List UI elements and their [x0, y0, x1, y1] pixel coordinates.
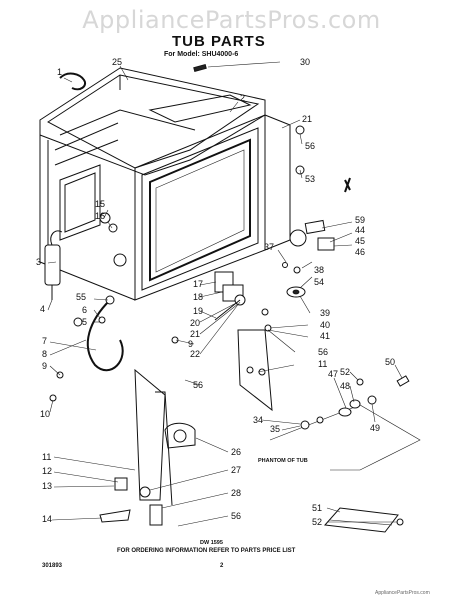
- page-number: 2: [220, 563, 224, 569]
- callout-16: 16: [95, 211, 106, 221]
- callout-54: 54: [314, 277, 325, 287]
- callout-51: 51: [312, 503, 323, 513]
- callout-40: 40: [320, 320, 331, 330]
- callout-56-d: 56: [231, 511, 242, 521]
- drawing-number: DW 1595: [200, 540, 223, 546]
- right-components: [237, 125, 421, 533]
- callout-55: 55: [76, 292, 87, 302]
- diagram-title: TUB PARTS: [172, 33, 266, 50]
- callout-9-mid: 9: [188, 339, 194, 349]
- callout-13: 13: [42, 481, 53, 491]
- callout-19: 19: [193, 306, 204, 316]
- callout-27: 27: [231, 465, 242, 475]
- tub-body: [39, 64, 291, 301]
- callout-35: 35: [270, 424, 281, 434]
- callout-41: 41: [320, 331, 331, 341]
- callout-26: 26: [231, 447, 242, 457]
- callout-22: 22: [190, 349, 201, 359]
- ordering-instruction: FOR ORDERING INFORMATION REFER TO PARTS …: [117, 548, 296, 554]
- callout-52-top: 52: [340, 367, 351, 377]
- callout-50: 50: [385, 357, 396, 367]
- callout-52-bottom: 52: [312, 517, 323, 527]
- callout-49: 49: [370, 423, 381, 433]
- callout-11-left: 11: [42, 452, 52, 462]
- callout-3: 3: [36, 257, 42, 267]
- callout-14: 14: [42, 514, 53, 524]
- callout-39: 39: [320, 308, 331, 318]
- callout-4: 4: [40, 304, 46, 314]
- diagram-subtitle: For Model: SHU4000-6: [164, 51, 239, 58]
- callout-11-right: 11: [318, 359, 328, 369]
- callout-7: 7: [42, 336, 48, 346]
- callout-21-mid: 21: [190, 329, 201, 339]
- callout-10: 10: [40, 409, 51, 419]
- callout-56-b: 56: [318, 347, 329, 357]
- callout-37: 37: [264, 242, 275, 252]
- callout-21-top: 21: [302, 114, 313, 124]
- callout-56-c: 56: [193, 380, 204, 390]
- callout-20: 20: [190, 318, 201, 328]
- callout-28: 28: [231, 488, 242, 498]
- callout-15: 15: [95, 199, 106, 209]
- leader-lines: [47, 61, 403, 527]
- callout-47: 47: [328, 369, 339, 379]
- phantom-tub-label: PHANTOM OF TUB: [258, 458, 308, 464]
- callout-8: 8: [42, 349, 48, 359]
- left-components: [44, 72, 166, 523]
- callout-17: 17: [193, 279, 204, 289]
- footer-watermark: AppliancePartsPros.com: [375, 590, 430, 596]
- watermark: AppliancePartsPros.com: [82, 6, 381, 34]
- callout-38: 38: [314, 265, 325, 275]
- callout-56-a: 56: [305, 141, 316, 151]
- callout-59: 59: [355, 215, 366, 225]
- callout-9-left: 9: [42, 361, 48, 371]
- callout-34: 34: [253, 415, 264, 425]
- callout-44: 44: [355, 225, 366, 235]
- callout-48: 48: [340, 381, 351, 391]
- callout-25: 25: [112, 57, 123, 67]
- callout-46: 46: [355, 247, 366, 257]
- callout-18: 18: [193, 292, 204, 302]
- callout-30: 30: [300, 57, 311, 67]
- callout-2: 2: [240, 93, 246, 103]
- callout-1: 1: [57, 67, 63, 77]
- callout-53: 53: [305, 174, 316, 184]
- part-code: 301893: [42, 563, 63, 569]
- callout-5: 5: [82, 317, 88, 327]
- callout-12: 12: [42, 466, 53, 476]
- callout-45: 45: [355, 236, 366, 246]
- callout-6: 6: [82, 305, 88, 315]
